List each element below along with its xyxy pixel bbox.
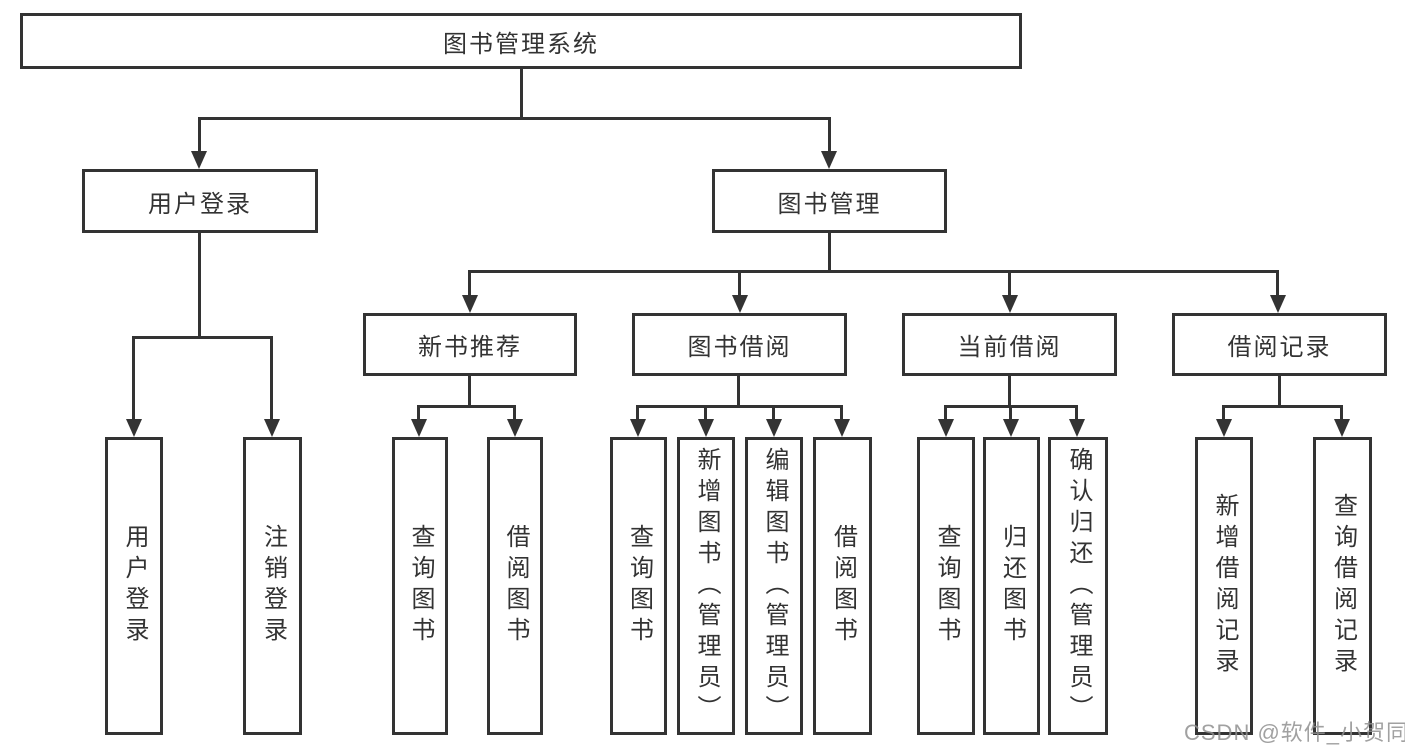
- edge-user-login-bar: [132, 336, 273, 339]
- edge-root-stem: [520, 69, 523, 117]
- arrow-down-icon: [1002, 295, 1018, 313]
- edge-borrow-records-stem: [1278, 376, 1281, 405]
- edge-new-book-stem: [468, 376, 471, 405]
- arrow-down-icon: [411, 419, 427, 437]
- node-new-book-recommend: 新书推荐: [363, 313, 577, 376]
- edge-user-login-stem: [198, 233, 201, 336]
- arrow-down-icon: [834, 419, 850, 437]
- arrow-down-icon: [126, 419, 142, 437]
- arrow-down-icon: [630, 419, 646, 437]
- edge-book-borrow-stem: [737, 376, 740, 405]
- leaf-query-borrow-record: 查询借阅记录: [1313, 437, 1372, 735]
- edge-to-book-borrow: [738, 270, 741, 295]
- edge-to-leaf-user-login: [132, 336, 135, 419]
- node-current-borrow: 当前借阅: [902, 313, 1117, 376]
- arrow-down-icon: [462, 295, 478, 313]
- arrow-down-icon: [732, 295, 748, 313]
- arrow-down-icon: [938, 419, 954, 437]
- leaf-add-borrow-record: 新增借阅记录: [1195, 437, 1253, 735]
- node-book-borrow: 图书借阅: [632, 313, 847, 376]
- edge-book-borrow-bar: [636, 405, 843, 408]
- edge-leaf-drop: [944, 405, 947, 419]
- arrow-down-icon: [507, 419, 523, 437]
- edge-leaf-drop: [1075, 405, 1078, 419]
- edge-leaf-drop: [513, 405, 516, 419]
- arrow-down-icon: [264, 419, 280, 437]
- leaf-query-books-borrow: 查询图书: [610, 437, 667, 735]
- edge-to-leaf-logout: [270, 336, 273, 419]
- edge-leaf-drop: [840, 405, 843, 419]
- leaf-query-books-current: 查询图书: [917, 437, 975, 735]
- leaf-user-login: 用户登录: [105, 437, 163, 735]
- edge-leaf-drop: [704, 405, 707, 419]
- leaf-logout: 注销登录: [243, 437, 302, 735]
- leaf-borrow-books: 借阅图书: [813, 437, 872, 735]
- arrow-down-icon: [766, 419, 782, 437]
- arrow-down-icon: [1003, 419, 1019, 437]
- edge-to-new-book: [468, 270, 471, 295]
- edge-current-borrow-stem: [1008, 376, 1011, 405]
- leaf-confirm-return-admin: 确认归还（管理员）: [1048, 437, 1108, 735]
- arrow-down-icon: [191, 151, 207, 169]
- edge-book-management-bar: [468, 270, 1279, 273]
- edge-to-borrow-records: [1276, 270, 1279, 295]
- leaf-edit-books-admin: 编辑图书（管理员）: [745, 437, 803, 735]
- leaf-return-books: 归还图书: [983, 437, 1040, 735]
- arrow-down-icon: [1270, 295, 1286, 313]
- arrow-down-icon: [1334, 419, 1350, 437]
- arrow-down-icon: [1069, 419, 1085, 437]
- csdn-watermark: CSDN @软件_小贺同学: [1184, 720, 1405, 745]
- edge-borrow-records-bar: [1222, 405, 1342, 408]
- edge-root-to-book-management: [828, 117, 831, 151]
- leaf-add-books-admin: 新增图书（管理员）: [677, 437, 735, 735]
- edge-root-bar: [198, 117, 831, 120]
- arrow-down-icon: [1216, 419, 1232, 437]
- arrow-down-icon: [698, 419, 714, 437]
- edge-new-book-bar: [417, 405, 516, 408]
- edge-leaf-drop: [417, 405, 420, 419]
- edge-leaf-drop: [1222, 405, 1225, 419]
- edge-root-to-user-login: [198, 117, 201, 151]
- edge-leaf-drop: [636, 405, 639, 419]
- edge-leaf-drop: [1009, 405, 1012, 419]
- leaf-query-books-recommend: 查询图书: [392, 437, 448, 735]
- leaf-borrow-books-recommend: 借阅图书: [487, 437, 543, 735]
- node-root: 图书管理系统: [20, 13, 1022, 69]
- edge-leaf-drop: [1340, 405, 1343, 419]
- edge-book-management-stem: [828, 233, 831, 270]
- node-book-management: 图书管理: [712, 169, 947, 233]
- edge-to-current-borrow: [1008, 270, 1011, 295]
- node-borrow-records: 借阅记录: [1172, 313, 1387, 376]
- node-user-login: 用户登录: [82, 169, 318, 233]
- edge-leaf-drop: [772, 405, 775, 419]
- arrow-down-icon: [821, 151, 837, 169]
